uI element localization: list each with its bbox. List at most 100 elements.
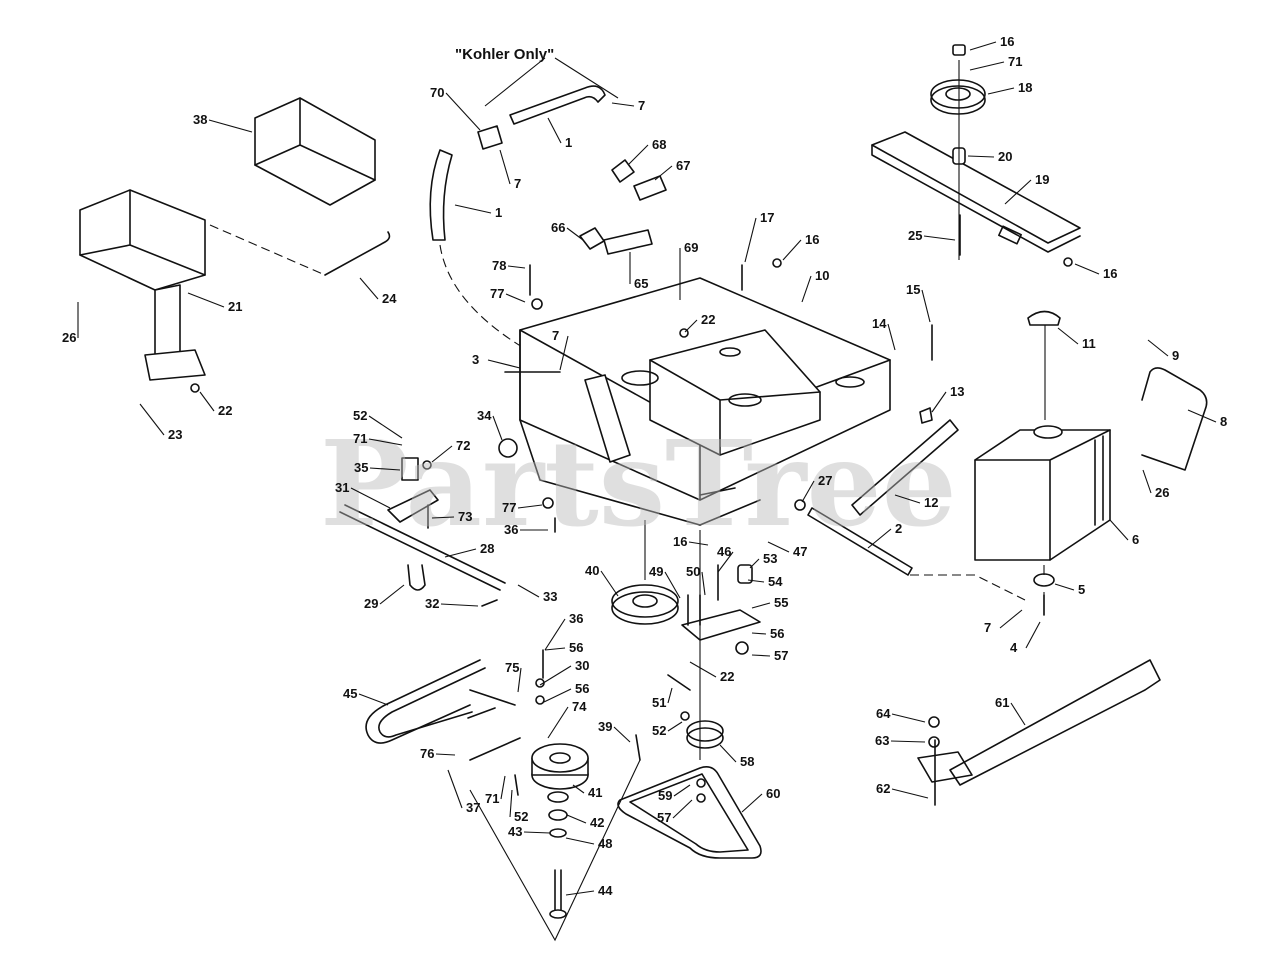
callout-leader-c32 [440, 603, 479, 607]
callout-leader-c16d [688, 541, 709, 546]
tank-cap-11 [1027, 310, 1061, 326]
pulley-58 [686, 720, 724, 749]
callout-leader-c57b [672, 799, 693, 819]
callout-leader-c27 [801, 480, 815, 503]
belt-45 [365, 659, 481, 744]
callout-leader-c13 [931, 391, 947, 413]
nut-66 [579, 227, 605, 250]
callout-leader-c5 [1054, 583, 1075, 591]
callout-label-c23: 23 [168, 427, 182, 442]
side-panel [851, 419, 959, 516]
callout-label-c16b: 16 [805, 232, 819, 247]
callout-label-c66: 66 [551, 220, 565, 235]
callout-leader-c63 [890, 740, 926, 743]
callout-label-c34: 34 [477, 408, 492, 423]
fuel-line-tank [910, 574, 1026, 601]
callout-label-c55: 55 [774, 595, 788, 610]
callout-leader-c35 [369, 467, 401, 471]
callout-label-c56a: 56 [569, 640, 583, 655]
callout-leader-c39 [613, 726, 631, 743]
callout-label-c7c: 7 [552, 328, 559, 343]
fuel-tank [974, 425, 1111, 561]
callout-leader-c52a [368, 415, 403, 439]
callout-label-c36a: 36 [569, 611, 583, 626]
callout-label-c50: 50 [686, 564, 700, 579]
electric-clutch [531, 743, 589, 790]
callout-leader-c68 [627, 144, 649, 166]
callout-label-c31: 31 [335, 480, 349, 495]
callout-label-c53: 53 [763, 551, 777, 566]
callout-leader-c22c [689, 661, 717, 678]
callout-leader-c12 [894, 494, 921, 504]
callout-label-c69: 69 [684, 240, 698, 255]
callout-label-c26b: 26 [1155, 485, 1169, 500]
callout-label-c57a: 57 [774, 648, 788, 663]
rod-24 [324, 231, 391, 276]
callout-label-c22a: 22 [701, 312, 715, 327]
pulley-18 [930, 79, 986, 115]
callout-label-c7b: 7 [514, 176, 521, 191]
callout-leader-c7d [999, 609, 1023, 629]
callout-label-c74: 74 [572, 699, 587, 714]
callout-leader-c51 [667, 687, 673, 704]
callout-label-c52a: 52 [353, 408, 367, 423]
callout-label-c60: 60 [766, 786, 780, 801]
bracket-13 [919, 407, 933, 424]
callout-label-c73: 73 [458, 509, 472, 524]
callout-label-c15: 15 [906, 282, 920, 297]
callout-leader-c43 [523, 831, 551, 834]
callout-label-c56b: 56 [575, 681, 589, 696]
callout-leader-c77a [505, 293, 526, 303]
callout-label-c46: 46 [717, 544, 731, 559]
callout-label-c47: 47 [793, 544, 807, 559]
callout-leader-c40 [600, 570, 619, 597]
callout-label-c28: 28 [480, 541, 494, 556]
callout-leader-c37 [447, 769, 463, 809]
callout-label-c54: 54 [768, 574, 783, 589]
callout-label-c78: 78 [492, 258, 506, 273]
callout-label-c42: 42 [590, 815, 604, 830]
callout-label-c22c: 22 [720, 669, 734, 684]
spring-35 [401, 457, 419, 481]
callout-leader-c71c [500, 775, 506, 800]
callout-label-c64: 64 [876, 706, 891, 721]
callout-leader-c10 [801, 275, 812, 303]
callout-leader-c46 [717, 551, 734, 573]
callout-label-c77b: 77 [502, 500, 516, 515]
callout-label-c5: 5 [1078, 582, 1085, 597]
callout-label-c18: 18 [1018, 80, 1032, 95]
kohler-only-note: "Kohler Only" [455, 46, 554, 63]
seat-mount [79, 189, 206, 381]
rod-28 [339, 504, 506, 591]
callout-label-c24: 24 [382, 291, 397, 306]
callout-leader-c62 [891, 788, 929, 799]
callout-label-c30: 30 [575, 658, 589, 673]
callout-label-c52c: 52 [514, 809, 528, 824]
callout-label-c41: 41 [588, 785, 602, 800]
callout-leader-c25 [923, 235, 956, 241]
callout-label-c22b: 22 [218, 403, 232, 418]
washer-43 [549, 828, 567, 838]
callout-label-c26a: 26 [62, 330, 76, 345]
fitting-68 [611, 159, 635, 183]
callout-label-c2: 2 [895, 521, 902, 536]
callout-leader-c38 [208, 119, 253, 133]
callout-label-c68: 68 [652, 137, 666, 152]
callout-leader-c17 [744, 217, 757, 263]
callout-leader-c26b [1142, 469, 1152, 494]
callout-leader-c57a [751, 654, 771, 657]
callout-label-c16d: 16 [673, 534, 687, 549]
callout-label-c58: 58 [740, 754, 754, 769]
callout-leader-c4 [1025, 621, 1041, 649]
callout-leader-c14 [887, 323, 896, 351]
watermark: PartsTree [320, 414, 957, 553]
callout-leader-c75 [517, 667, 522, 693]
callout-leader-c71b [969, 61, 1005, 71]
callout-label-c27: 27 [818, 473, 832, 488]
nut-16-top [952, 44, 966, 56]
callout-label-c63: 63 [875, 733, 889, 748]
u-bolt-29 [407, 564, 426, 591]
washer-42 [548, 809, 568, 821]
callout-leader-c2 [867, 528, 892, 549]
